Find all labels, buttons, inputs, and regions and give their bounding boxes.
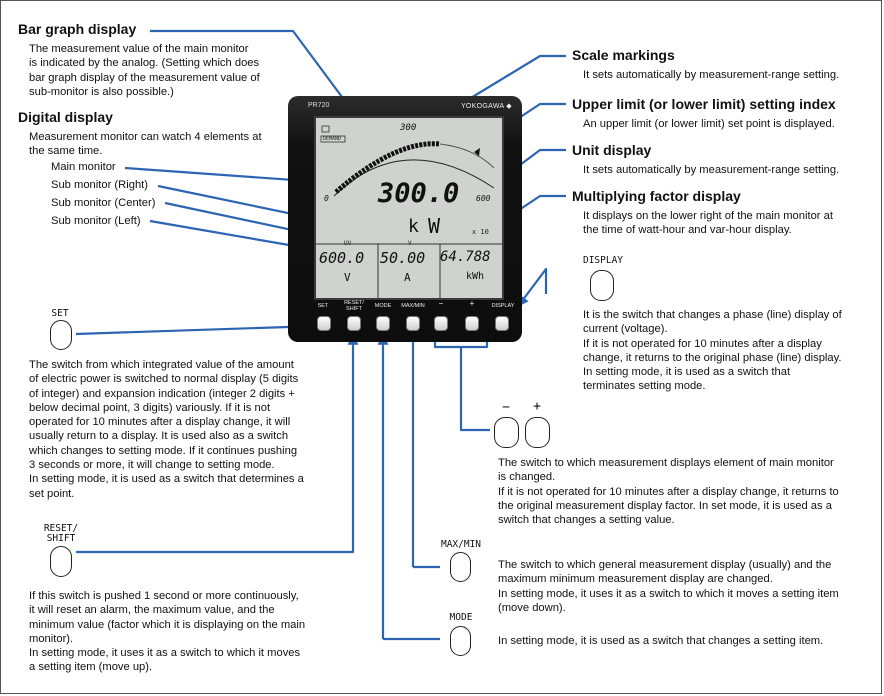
minus-switch-icon bbox=[494, 417, 519, 448]
device-key-label-plus: + bbox=[469, 299, 475, 308]
device-key-label-minus: − bbox=[438, 299, 444, 308]
lcd-sub-left-unit: V bbox=[344, 271, 351, 284]
set-switch-icon bbox=[50, 320, 72, 350]
lcd-scale-top: 300 bbox=[400, 123, 417, 133]
lcd-sub-center-value: 50.00 bbox=[380, 249, 426, 267]
minus-switch-label: − bbox=[502, 400, 510, 415]
reset-switch-desc: If this switch is pushed 1 second or mor… bbox=[29, 590, 306, 674]
device-key-label-display: DISPLAY bbox=[491, 303, 515, 309]
label-main-monitor: Main monitor bbox=[51, 161, 116, 173]
bar-graph-title: Bar graph display bbox=[18, 21, 137, 37]
maxmin-switch-label: MAX/MIN bbox=[440, 539, 482, 550]
maxmin-switch-desc: The switch to which general measurement … bbox=[498, 559, 839, 614]
lcd-mult: x 10 bbox=[472, 228, 489, 236]
leader-set bbox=[75, 320, 321, 336]
mode-switch-label: MODE bbox=[449, 612, 473, 623]
lcd-sub-right-unit: kWh bbox=[466, 271, 485, 282]
lcd-demand: DEMAND bbox=[323, 136, 342, 142]
label-sub-right: Sub monitor (Right) bbox=[51, 179, 148, 191]
scale-desc: It sets automatically by measurement-ran… bbox=[583, 69, 840, 81]
device-reset-shift-key[interactable] bbox=[347, 316, 361, 331]
mode-switch-icon bbox=[450, 626, 471, 656]
upper-desc: An upper limit (or lower limit) set poin… bbox=[583, 118, 835, 130]
plus-switch-icon bbox=[525, 417, 550, 448]
mult-title: Multiplying factor display bbox=[572, 188, 741, 204]
plus-switch-label: + bbox=[533, 399, 541, 414]
maker-logo: YOKOGAWA ◆ bbox=[460, 103, 512, 110]
device-display-key[interactable] bbox=[495, 316, 509, 331]
device-key-label-reset: RESET/ SHIFT bbox=[344, 300, 364, 312]
lcd-sub-left-tag: UV bbox=[344, 240, 352, 247]
label-sub-center: Sub monitor (Center) bbox=[51, 197, 156, 209]
reset-switch-label: RESET/SHIFT bbox=[43, 523, 79, 544]
upper-title: Upper limit (or lower limit) setting ind… bbox=[572, 96, 836, 112]
maxmin-switch-icon bbox=[450, 552, 471, 582]
lcd-sub-left-value: 600.0 bbox=[319, 249, 365, 267]
display-switch-desc: It is the switch that changes a phase (l… bbox=[583, 309, 842, 393]
reset-switch-icon bbox=[50, 546, 72, 577]
lcd-graphics bbox=[316, 125, 502, 298]
device-key-label-mode: MODE bbox=[374, 303, 392, 309]
set-switch-label: SET bbox=[51, 308, 69, 319]
digital-title: Digital display bbox=[18, 109, 113, 125]
set-switch-desc: The switch from which integrated value o… bbox=[29, 359, 304, 500]
device-set-key[interactable] bbox=[317, 316, 331, 331]
device-key-label-maxmin: MAX/MIN bbox=[401, 303, 425, 309]
lcd-scale-right: 600 bbox=[476, 194, 491, 203]
plusminus-switch-desc: The switch to which measurement displays… bbox=[498, 457, 839, 527]
scale-title: Scale markings bbox=[572, 47, 675, 63]
lcd-sub-center-unit: A bbox=[404, 271, 411, 284]
lcd-screen: DEMAND 300 0 600 300.0 k W x 10 UV V 600… bbox=[314, 116, 504, 300]
lcd-main-value: 300.0 bbox=[378, 178, 460, 209]
unit-title: Unit display bbox=[572, 142, 652, 158]
pr720-meter: PR720 YOKOGAWA ◆ DEMAND 300 0 600 300.0 … bbox=[288, 96, 522, 342]
leader-reset bbox=[76, 333, 359, 554]
device-maxmin-key[interactable] bbox=[406, 316, 420, 331]
lcd-scale-left: 0 bbox=[324, 194, 329, 203]
device-mode-key[interactable] bbox=[376, 316, 390, 331]
unit-desc: It sets automatically by measurement-ran… bbox=[583, 164, 840, 176]
device-key-label-set: SET bbox=[317, 303, 329, 309]
display-switch-label: DISPLAY bbox=[582, 255, 624, 266]
lcd-sub-right-value: 64.788 bbox=[440, 249, 491, 265]
bar-graph-desc: The measurement value of the main monito… bbox=[29, 43, 260, 98]
mode-switch-desc: In setting mode, it is used as a switch … bbox=[498, 635, 824, 647]
lcd-unit-k: k bbox=[408, 216, 419, 237]
model-name: PR720 bbox=[308, 102, 330, 109]
label-sub-left: Sub monitor (Left) bbox=[51, 215, 141, 227]
mult-desc: It displays on the lower right of the ma… bbox=[583, 210, 833, 237]
display-switch-icon bbox=[590, 270, 614, 301]
digital-desc: Measurement monitor can watch 4 elements… bbox=[29, 131, 262, 158]
leader-display bbox=[517, 267, 548, 307]
device-plus-key[interactable] bbox=[465, 316, 479, 331]
lcd-sub-center-tag: V bbox=[408, 240, 412, 247]
lcd-unit-w: W bbox=[428, 214, 441, 238]
leader-plusminus bbox=[459, 347, 490, 432]
device-minus-key[interactable] bbox=[434, 316, 448, 331]
